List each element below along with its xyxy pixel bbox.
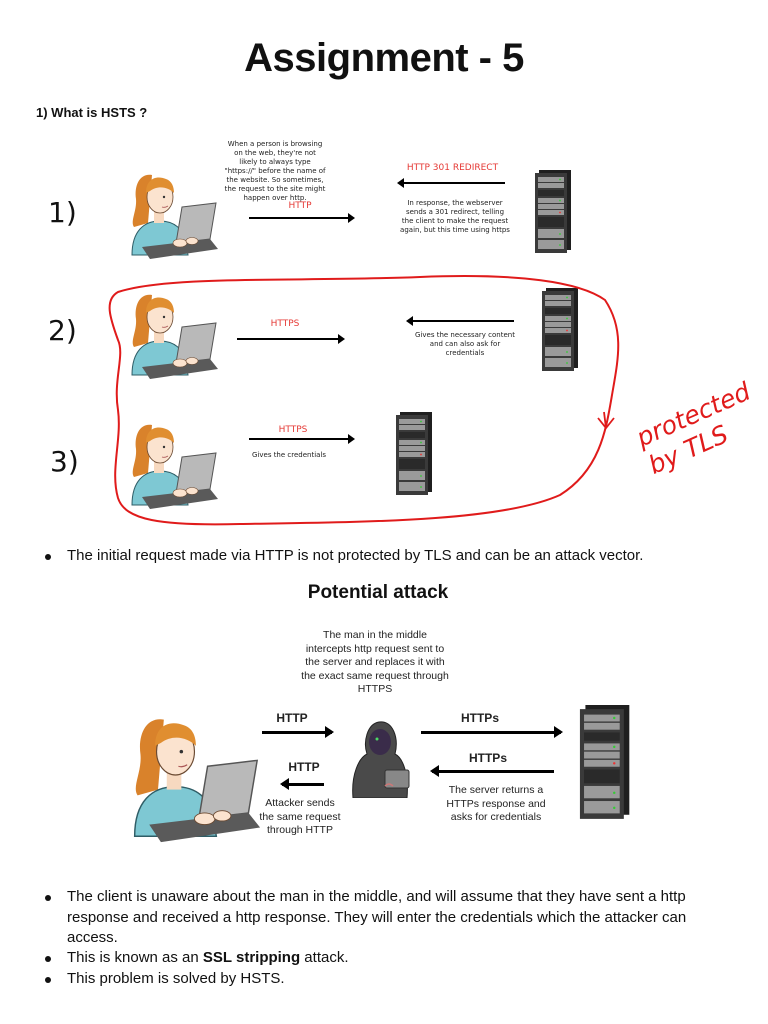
arrow-right-icon xyxy=(249,213,355,223)
bullet-text: This problem is solved by HSTS. xyxy=(67,970,285,987)
arrow-left-icon xyxy=(406,316,514,326)
bullet-text: This is known as an xyxy=(67,949,203,966)
mitm-note: The man in the middle intercepts http re… xyxy=(301,629,449,695)
arrow-right-icon xyxy=(249,434,355,444)
step2-server-note: Gives the necessary content and can also… xyxy=(415,331,515,357)
step2-request-label: HTTPS xyxy=(270,319,300,329)
attacker-to-client-label: HTTP xyxy=(288,760,320,774)
bullet-icon xyxy=(45,956,51,962)
step-label-3: 3) xyxy=(50,445,79,478)
step1-client-note: When a person is browsing on the web, th… xyxy=(224,140,326,202)
step1-request-label: HTTP xyxy=(288,201,312,211)
hacker-icon xyxy=(352,721,410,798)
step-label-1: 1) xyxy=(48,196,77,229)
bullet-item: This problem is solved by HSTS. xyxy=(45,969,736,990)
step-label-2: 2) xyxy=(48,314,77,347)
attacker-note: Attacker sends the same request through … xyxy=(259,797,341,836)
attacker-to-server-label: HTTPs xyxy=(460,711,499,725)
section-heading: Potential attack xyxy=(307,582,449,603)
arrow-right-icon xyxy=(421,726,563,738)
bullet-icon xyxy=(45,977,51,983)
arrow-right-icon xyxy=(237,334,345,344)
client-person-icon xyxy=(133,718,261,843)
arrow-left-icon xyxy=(430,765,554,777)
server-icon xyxy=(579,705,630,819)
question-heading: 1) What is HSTS ? xyxy=(36,105,148,120)
arrow-right-icon xyxy=(262,726,334,738)
bullet-item: The initial request made via HTTP is not… xyxy=(45,546,736,567)
step1-server-note: In response, the webserver sends a 301 r… xyxy=(400,199,510,234)
arrow-left-icon xyxy=(397,178,505,188)
bullet-text: The initial request made via HTTP is not… xyxy=(67,547,644,564)
step3-client-note: Gives the credentials xyxy=(252,451,327,459)
server-to-attacker-label: HTTPs xyxy=(468,751,507,765)
bullet-emphasis: SSL stripping xyxy=(202,949,301,966)
bullet-text: attack. xyxy=(300,949,349,966)
arrow-left-icon xyxy=(280,778,324,790)
step1-response-label: HTTP 301 REDIRECT xyxy=(406,163,499,173)
tls-loop-annotation xyxy=(108,275,620,526)
bullet-item: The client is unaware about the man in t… xyxy=(45,887,736,949)
client-to-attacker-label: HTTP xyxy=(276,711,308,725)
server-note: The server returns a HTTPs response and … xyxy=(446,784,546,823)
bullet-icon xyxy=(45,895,51,901)
bullet-icon xyxy=(45,554,51,560)
bullet-text: The client is unaware about the man in t… xyxy=(67,888,687,946)
step3-request-label: HTTPS xyxy=(278,425,308,435)
page-title: Assignment - 5 xyxy=(244,36,524,80)
bullet-item: This is known as an SSL stripping attack… xyxy=(45,948,736,969)
